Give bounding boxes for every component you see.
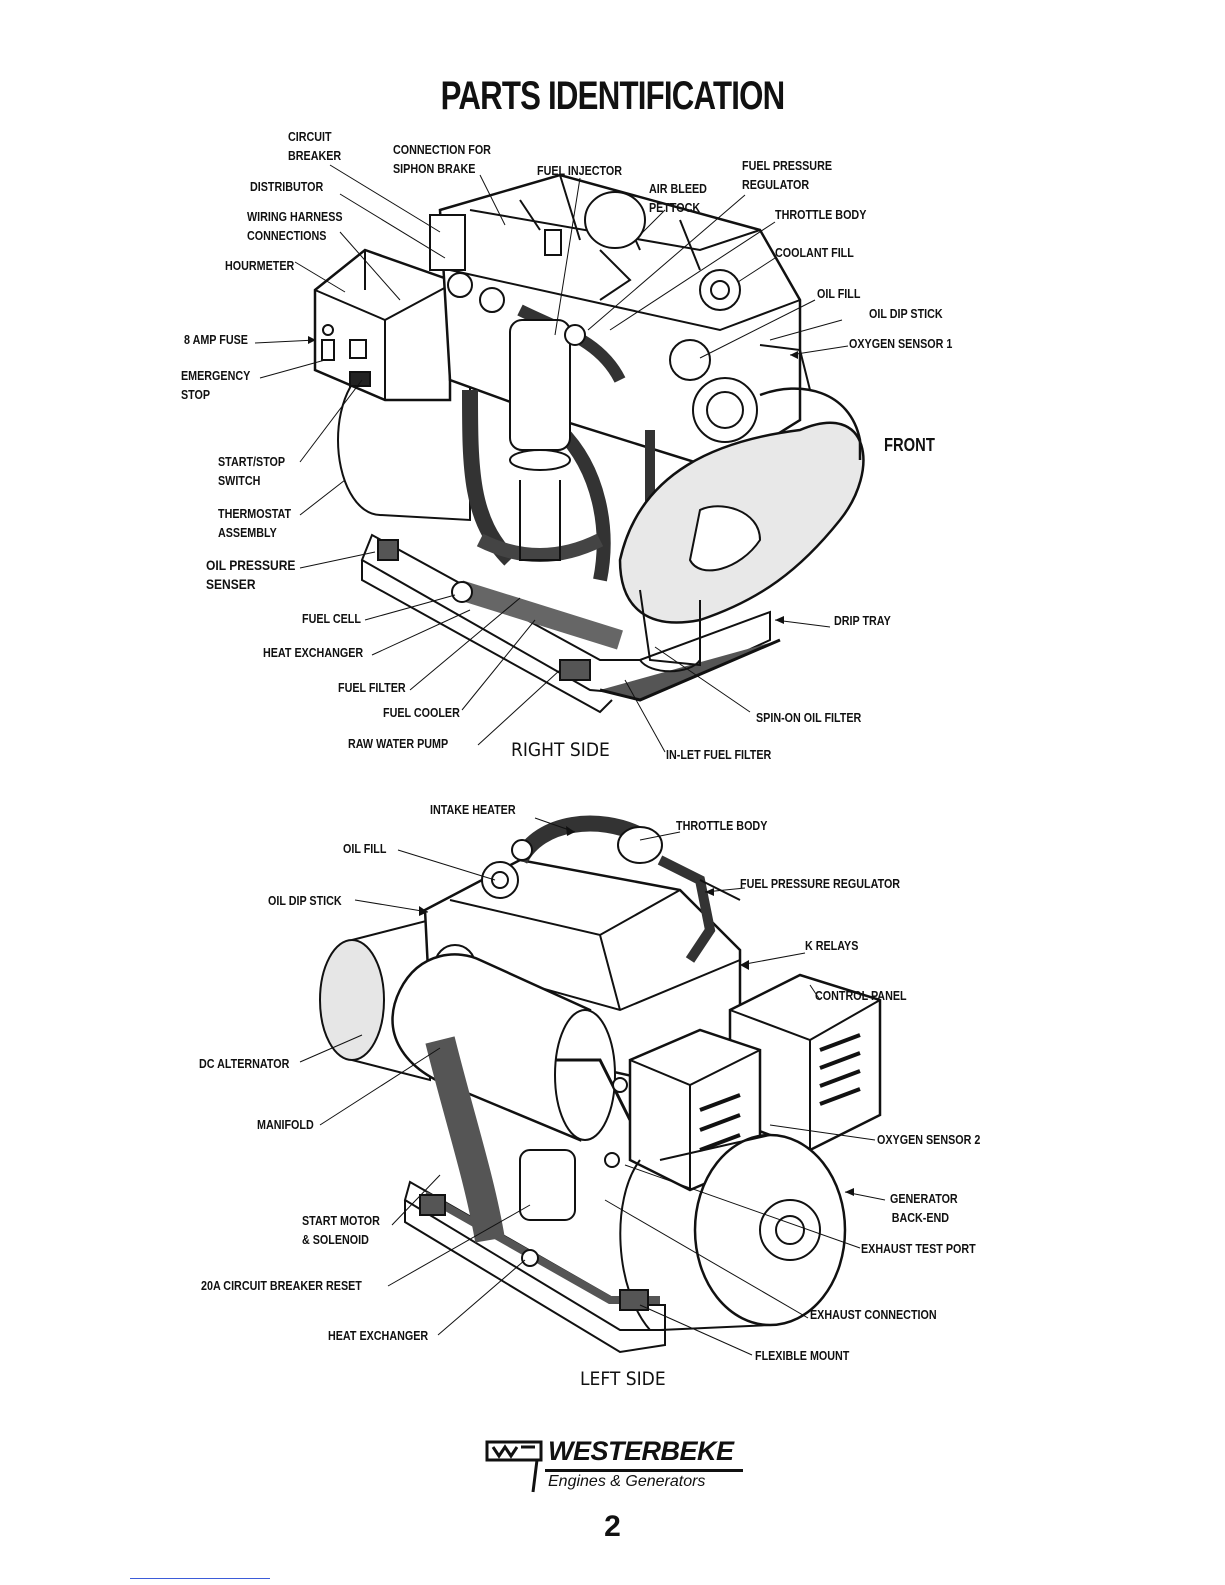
label-hourmeter: HOURMETER xyxy=(225,259,295,273)
label-spin-on-oil-filter: SPIN-ON OIL FILTER xyxy=(756,711,862,725)
left-side-engine-illustration xyxy=(319,815,882,1354)
label-connection-siphon-brake: CONNECTION FOR SIPHON BRAKE xyxy=(393,143,491,176)
left-side-leader-lines xyxy=(299,817,886,1356)
label-oil-dip-stick-left: OIL DIP STICK xyxy=(268,894,342,908)
logo-brand: WESTERBEKE xyxy=(548,1436,734,1466)
label-exhaust-connection: EXHAUST CONNECTION xyxy=(810,1308,937,1322)
label-throttle-body-right: THROTTLE BODY xyxy=(775,208,867,222)
label-oil-dip-stick-right: OIL DIP STICK xyxy=(869,307,943,321)
label-oil-fill-left: OIL FILL xyxy=(343,842,387,856)
label-oxygen-sensor-2: OXYGEN SENSOR 2 xyxy=(877,1133,981,1147)
label-heat-exchanger-right: HEAT EXCHANGER xyxy=(263,646,364,660)
label-inlet-fuel-filter: IN-LET FUEL FILTER xyxy=(666,748,772,762)
view-title-left-side: LEFT SIDE xyxy=(580,1368,666,1390)
label-oxygen-sensor-1: OXYGEN SENSOR 1 xyxy=(849,337,953,351)
right-side-leader-lines xyxy=(254,164,849,753)
label-drip-tray: DRIP TRAY xyxy=(834,614,891,628)
label-fuel-pressure-regulator-left: FUEL PRESSURE REGULATOR xyxy=(740,877,901,891)
scan-artifact-line xyxy=(130,1578,270,1579)
logo-mark-icon xyxy=(485,1440,543,1493)
label-generator-back-end: GENERATOR BACK-END xyxy=(890,1192,958,1225)
left-side-arrows xyxy=(419,826,854,1196)
label-circuit-breaker: CIRCUIT BREAKER xyxy=(288,130,342,163)
label-heat-exchanger-left: HEAT EXCHANGER xyxy=(328,1329,429,1343)
view-title-right-side: RIGHT SIDE xyxy=(511,739,610,761)
logo-underline xyxy=(545,1469,743,1472)
label-k-relays: K RELAYS xyxy=(805,939,859,953)
label-intake-heater: INTAKE HEATER xyxy=(430,803,516,817)
label-manifold: MANIFOLD xyxy=(257,1118,314,1132)
right-side-engine-illustration xyxy=(313,173,865,714)
label-emergency-stop: EMERGENCY STOP xyxy=(181,369,251,402)
logo-subtitle: Engines & Generators xyxy=(548,1473,706,1490)
label-oil-pressure-senser: OIL PRESSURE SENSER xyxy=(206,557,296,592)
label-distributor: DISTRIBUTOR xyxy=(250,180,324,194)
label-throttle-body-left: THROTTLE BODY xyxy=(676,819,768,833)
page-number: 2 xyxy=(604,1510,621,1543)
label-8-amp-fuse: 8 AMP FUSE xyxy=(184,333,248,347)
label-raw-water-pump: RAW WATER PUMP xyxy=(348,737,449,751)
label-fuel-pressure-regulator: FUEL PRESSURE REGULATOR xyxy=(742,159,833,192)
label-front: FRONT xyxy=(884,435,935,455)
label-dc-alternator: DC ALTERNATOR xyxy=(199,1057,290,1071)
label-thermostat-assembly: THERMOSTAT ASSEMBLY xyxy=(218,507,292,540)
label-fuel-injector: FUEL INJECTOR xyxy=(537,164,623,178)
label-oil-fill-right: OIL FILL xyxy=(817,287,861,301)
label-air-bleed-pettock: AIR BLEED PETTOCK xyxy=(649,182,707,215)
label-coolant-fill: COOLANT FILL xyxy=(775,246,854,260)
label-20a-circuit-breaker-reset: 20A CIRCUIT BREAKER RESET xyxy=(201,1279,362,1293)
right-side-arrows xyxy=(308,336,798,624)
westerbeke-logo: WESTERBEKE Engines & Generators xyxy=(485,1436,765,1506)
label-wiring-harness: WIRING HARNESS CONNECTIONS xyxy=(247,210,343,243)
page-title: PARTS IDENTIFICATION xyxy=(440,74,786,118)
label-exhaust-test-port: EXHAUST TEST PORT xyxy=(861,1242,976,1256)
label-fuel-cooler: FUEL COOLER xyxy=(383,706,460,720)
label-start-stop-switch: START/STOP SWITCH xyxy=(218,455,286,488)
label-start-motor-solenoid: START MOTOR & SOLENOID xyxy=(302,1214,380,1247)
label-fuel-cell: FUEL CELL xyxy=(302,612,361,626)
label-fuel-filter: FUEL FILTER xyxy=(338,681,406,695)
label-flexible-mount: FLEXIBLE MOUNT xyxy=(755,1349,850,1363)
label-control-panel: CONTROL PANEL xyxy=(815,989,907,1003)
